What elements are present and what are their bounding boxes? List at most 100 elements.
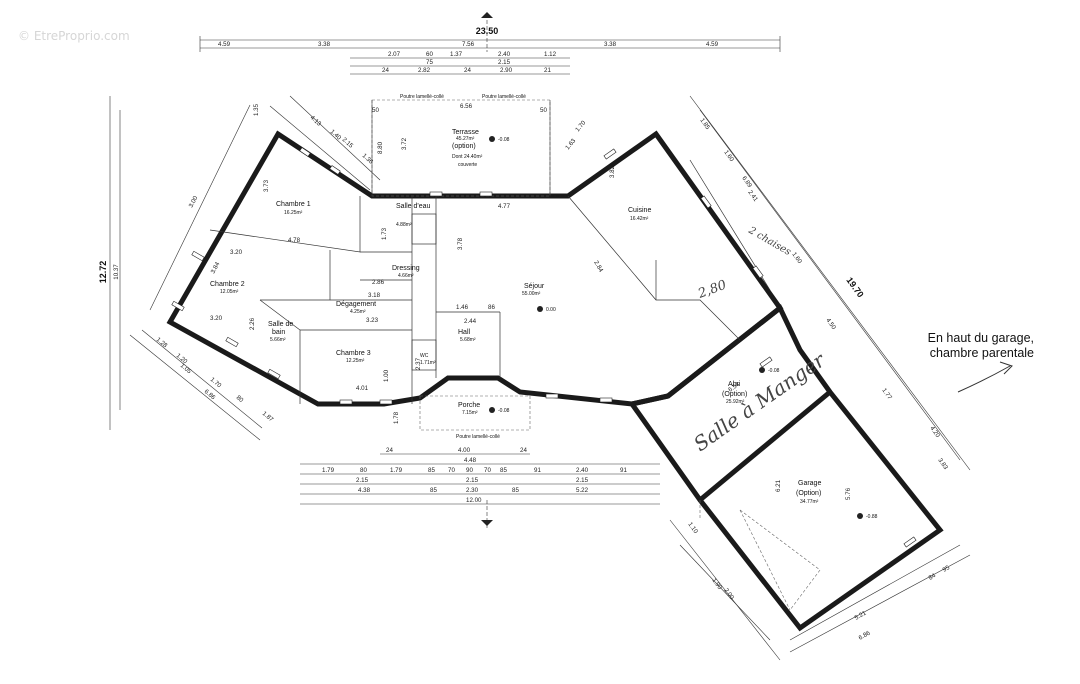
- top-dim-r4-2: 2.82: [418, 67, 431, 74]
- bot-r0-3: 24: [520, 447, 527, 454]
- top-dim-1: 4.59: [218, 41, 231, 48]
- dim-hall-w: 2.44: [464, 318, 477, 325]
- right-diag-14: 6.86: [858, 629, 872, 641]
- area-wc: 1.71m²: [420, 360, 436, 366]
- top-dim-r4-3: 24: [464, 67, 471, 74]
- area-salle-eau: 4.88m²: [396, 222, 412, 228]
- bot-r3-1: 2.15: [356, 477, 369, 484]
- terrasse-extra2: couverte: [458, 162, 477, 168]
- left-height: 12.72: [98, 261, 108, 284]
- handwriting-cuisine-2: 2,80: [695, 278, 728, 302]
- level-icon-garage: [857, 513, 863, 519]
- bot-r2-5: 70: [448, 467, 455, 474]
- terrace-width: 6.56: [460, 103, 473, 110]
- area-garage: 34.77m²: [800, 499, 819, 505]
- bot-r4-1: 4.38: [358, 487, 371, 494]
- right-diag-3: 6.89: [740, 175, 753, 189]
- dim-sdb: 2.26: [249, 317, 256, 330]
- dim-chambre1-w: 4.78: [288, 237, 301, 244]
- bot-r2-4: 85: [428, 467, 435, 474]
- top-dim-r2-4: 2.40: [498, 51, 511, 58]
- terrace-50-right: 50: [540, 107, 547, 114]
- room-garage: Garage: [798, 480, 821, 487]
- bot-r2-11: 91: [620, 467, 627, 474]
- bot-r0-1: 24: [386, 447, 393, 454]
- bot-r2-10: 2.40: [576, 467, 589, 474]
- dim-degagement-h: 3.18: [368, 292, 381, 299]
- top-dim-4: 3.38: [604, 41, 617, 48]
- poutre-porche: Poutre lamellé-collé: [456, 434, 500, 440]
- bot-r4-3: 2.30: [466, 487, 479, 494]
- garage-option: (Option): [796, 490, 821, 497]
- terrace-left-depth: 8.80: [377, 141, 384, 154]
- top-dim-r3-1: 75: [426, 59, 433, 66]
- terrace-depth: 3.72: [401, 137, 408, 150]
- right-diag-5: 1.60: [790, 251, 803, 265]
- bot-r2-3: 1.79: [390, 467, 403, 474]
- terrasse-option: (option): [452, 143, 476, 150]
- right-diag-18: 1.63: [564, 137, 577, 151]
- right-diag-4: 2.41: [746, 189, 759, 203]
- interior-walls: [209, 159, 821, 611]
- dim-wc: 2.37: [415, 357, 422, 370]
- left-dimension-lines: 12.72 10.37 3.00 4.13 1.40 2.15 1.36 1.3…: [98, 95, 381, 441]
- note-arrow: [957, 365, 1011, 393]
- dim-chambre2-h: 3.84: [210, 261, 222, 275]
- area-abri: 25.92m²: [726, 399, 745, 405]
- bot-r2-6: 90: [466, 467, 473, 474]
- dim-ch3-h: 1.00: [383, 369, 390, 382]
- top-dim-r2-3: 1.37: [450, 51, 463, 58]
- top-dim-r4-4: 2.90: [500, 67, 513, 74]
- top-dim-r2-1: 2.07: [388, 51, 401, 58]
- overall-width: 23.50: [476, 26, 499, 36]
- abri-option: (Option): [722, 391, 747, 398]
- top-dim-r2-2: 60: [426, 51, 433, 58]
- area-sejour: 55.00m²: [522, 291, 541, 297]
- bot-r2-9: 91: [534, 467, 541, 474]
- porche-outline: [419, 395, 531, 431]
- note-line-2: chambre parentale: [930, 346, 1034, 360]
- left-diag-dim-1: 3.00: [188, 195, 200, 209]
- left-diag-dim-3: 1.40: [329, 128, 343, 142]
- area-terrasse: 45.27m²: [456, 136, 475, 142]
- left-diag-dim-11: 80: [235, 394, 245, 404]
- bot-r4-2: 85: [430, 487, 437, 494]
- bot-r4-4: 85: [512, 487, 519, 494]
- top-dim-3: 7.56: [462, 41, 475, 48]
- bot-r4-5: 5.22: [576, 487, 589, 494]
- right-diag-10: 1.10: [686, 521, 699, 535]
- poutre-right: Poutre lamellé-collé: [482, 94, 526, 100]
- dim-degagement-w: 3.23: [366, 317, 379, 324]
- dim-cuisine-w: 3.82: [609, 165, 616, 178]
- area-chambre1: 16.25m²: [284, 210, 303, 216]
- top-dimension-lines: 23.50 4.59 3.38 7.56 3.38 4.59 2.07 60 1…: [199, 12, 781, 75]
- dim-ch3-w: 4.01: [356, 385, 369, 392]
- dim-garage-h: 5.76: [845, 487, 852, 500]
- area-hall: 5.68m²: [460, 337, 476, 343]
- room-dressing: Dressing: [392, 265, 420, 272]
- dim-salle-eau-h: 1.73: [381, 227, 388, 240]
- room-abri: Abri: [728, 381, 741, 388]
- room-chambre3: Chambre 3: [336, 350, 371, 357]
- level-icon-porche: [489, 407, 495, 413]
- bot-r2-2: 80: [360, 467, 367, 474]
- area-dressing: 4.66m²: [398, 273, 414, 279]
- left-diag-dim-13: 1.87: [261, 410, 275, 423]
- level-sejour: 0.00: [546, 307, 556, 313]
- right-diag-2: 1.60: [722, 149, 735, 163]
- house-outline: [166, 130, 784, 407]
- area-cuisine: 16.42m²: [630, 216, 649, 222]
- room-terrasse: Terrasse: [452, 129, 479, 136]
- dim-chambre2-w2: 3.20: [210, 315, 223, 322]
- level-icon-abri: [759, 367, 765, 373]
- handwriting-cuisine: 2 chaises: [746, 225, 793, 258]
- dim-chambre2-w: 3.20: [230, 249, 243, 256]
- top-dim-r4-5: 21: [544, 67, 551, 74]
- room-chambre1: Chambre 1: [276, 201, 311, 208]
- level-terrasse: -0.08: [498, 137, 510, 143]
- room-salle-eau: Salle d'eau: [396, 203, 431, 210]
- top-dim-2: 3.38: [318, 41, 331, 48]
- left-diag-dim-4: 2.15: [341, 136, 355, 150]
- room-sejour: Séjour: [524, 283, 545, 290]
